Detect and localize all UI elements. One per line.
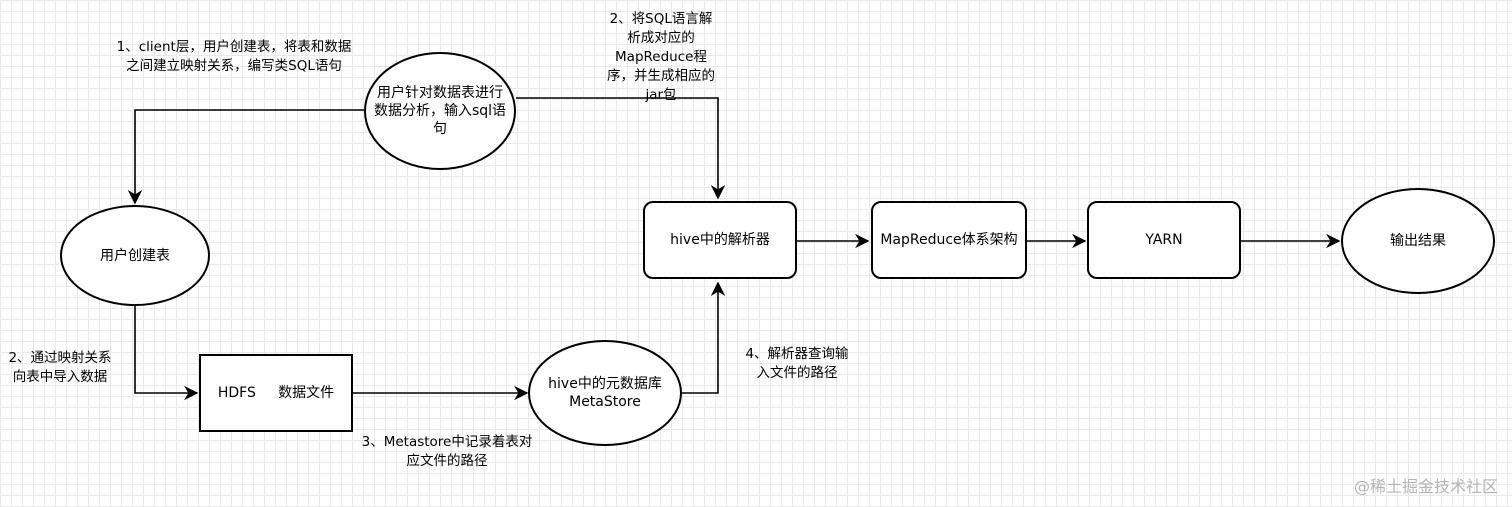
step3-line1: 3、Metastore中记录着表对 xyxy=(361,434,533,450)
yarn-text: YARN xyxy=(1145,232,1183,248)
yarn-box[interactable]: YARN xyxy=(1087,201,1241,279)
edge-metastore-to-parser xyxy=(682,281,726,394)
step2a-label: 2、将SQL语言解 析成对应的 MapReduce程 序，并生成相应的 jar包 xyxy=(586,10,736,105)
step2a-line4: 序，并生成相应的 xyxy=(607,68,715,84)
hdfs-text: HDFS 数据文件 xyxy=(217,385,335,401)
create-table-text: 用户创建表 xyxy=(100,247,170,264)
step4-line2: 入文件的路径 xyxy=(756,365,838,381)
hdfs-box[interactable]: HDFS 数据文件 xyxy=(199,354,353,432)
edge-query-to-parser xyxy=(516,97,726,200)
step2a-line2: 析成对应的 xyxy=(627,30,695,46)
parser-box[interactable]: hive中的解析器 xyxy=(643,201,797,279)
step2a-line3: MapReduce程 xyxy=(615,49,707,65)
step2a-line1: 2、将SQL语言解 xyxy=(609,11,713,27)
step1-line2: 之间建立映射关系，编写类SQL语句 xyxy=(126,58,342,74)
metastore-ellipse[interactable]: hive中的元数据库 MetaStore xyxy=(528,340,682,446)
step2b-line1: 2、通过映射关系 xyxy=(8,350,112,366)
create-table-ellipse[interactable]: 用户创建表 xyxy=(60,205,210,306)
mapreduce-text: MapReduce体系架构 xyxy=(880,232,1018,248)
step2a-line5: jar包 xyxy=(645,87,677,103)
step1-line1: 1、client层，用户创建表，将表和数据 xyxy=(116,39,352,55)
metastore-text-line2: MetaStore xyxy=(569,394,641,410)
step2b-line2: 向表中导入数据 xyxy=(12,369,108,385)
watermark: @稀土掘金技术社区 xyxy=(1353,477,1498,496)
user-query-ellipse[interactable]: 用户针对数据表进行数据分析，输入sql语句 xyxy=(364,52,516,170)
step4-label: 4、解析器查询输 入文件的路径 xyxy=(734,345,860,383)
edge-create-table-to-hdfs xyxy=(134,306,199,401)
edge-query-to-create-table xyxy=(127,109,364,205)
user-query-text: 用户针对数据表进行数据分析，输入sql语句 xyxy=(373,85,507,137)
step4-line1: 4、解析器查询输 xyxy=(745,346,849,362)
parser-text: hive中的解析器 xyxy=(670,232,770,248)
step1-label: 1、client层，用户创建表，将表和数据 之间建立映射关系，编写类SQL语句 xyxy=(96,38,372,76)
step2b-label: 2、通过映射关系 向表中导入数据 xyxy=(0,349,120,387)
metastore-text-line1: hive中的元数据库 xyxy=(548,376,662,392)
step3-line2: 应文件的路径 xyxy=(406,453,488,469)
step3-label: 3、Metastore中记录着表对 应文件的路径 xyxy=(352,433,542,471)
output-text: 输出结果 xyxy=(1390,233,1446,249)
output-ellipse[interactable]: 输出结果 xyxy=(1341,188,1495,294)
mapreduce-box[interactable]: MapReduce体系架构 xyxy=(871,201,1027,279)
